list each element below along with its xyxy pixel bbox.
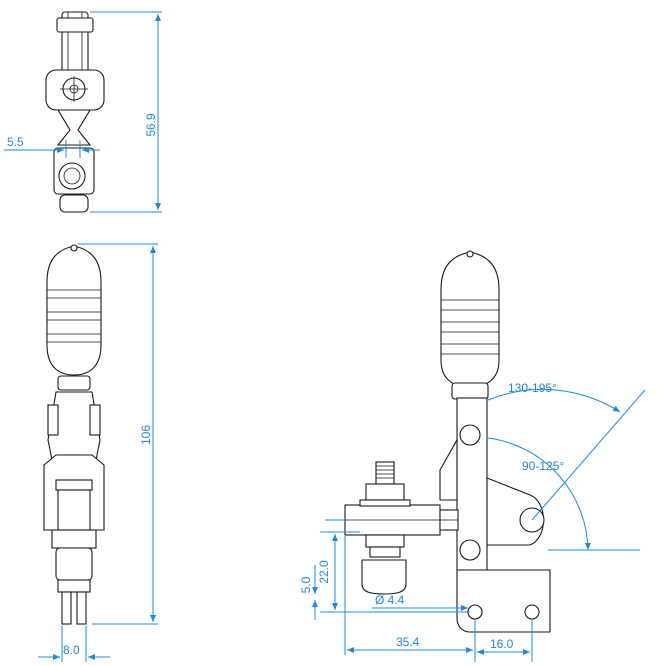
angle-dimensions: 130-195° 90-125° (325, 381, 646, 551)
dim-open-angle: 130-195° (508, 381, 557, 395)
dim-spindle-height: 22.0 (317, 560, 331, 584)
dim-top-height: 56.9 (144, 113, 158, 137)
dim-hole-diameter: Ø 4.4 (375, 593, 405, 607)
hole-diameter-dimension: Ø 4.4 (372, 593, 468, 611)
front-view (43, 244, 105, 625)
top-view (45, 11, 105, 213)
side-view (344, 250, 551, 633)
dim-base-height: 5.0 (299, 576, 313, 593)
dim-closed-angle: 90-125° (522, 459, 564, 473)
dim-top-width: 5.5 (7, 135, 24, 149)
top-height-dimension: 56.9 (90, 11, 162, 213)
front-height-dimension: 106 (78, 243, 158, 625)
dim-front-height: 106 (139, 425, 153, 445)
dim-front-base-width: 8.0 (63, 643, 80, 657)
dim-hole-spacing: 16.0 (490, 637, 514, 651)
front-base-width-dimension: 8.0 (38, 626, 110, 662)
dim-reach: 35.4 (396, 635, 420, 649)
reach-dimensions: 35.4 16.0 (344, 536, 533, 662)
top-width-dimension: 5.5 (4, 135, 100, 158)
